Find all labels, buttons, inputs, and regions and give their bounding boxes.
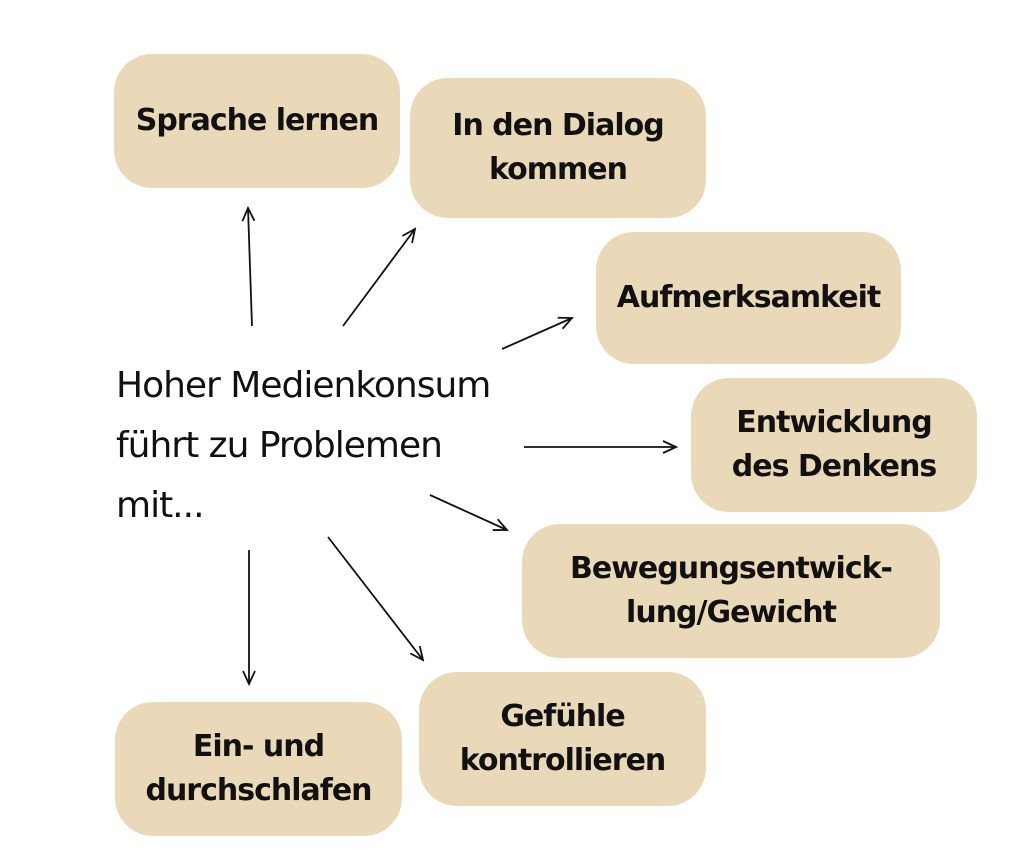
arrow-to-gefuehle bbox=[327, 536, 423, 660]
box-entwicklung-des-denkens: Entwicklung des Denkens bbox=[691, 378, 977, 512]
arrow-to-aufmerksamkeit bbox=[501, 318, 572, 350]
box-aufmerksamkeit: Aufmerksamkeit bbox=[596, 232, 901, 364]
arrow-to-sprache-lernen bbox=[248, 208, 252, 327]
center-statement: Hoher Medienkonsum führt zu Problemen mi… bbox=[116, 365, 491, 526]
arrow-to-bewegung bbox=[429, 494, 507, 530]
box-bewegungsentwicklung-gewicht: Bewegungsentwick- lung/Gewicht bbox=[522, 524, 940, 658]
box-sprache-lernen: Sprache lernen bbox=[114, 54, 400, 188]
box-ein-und-durchschlafen: Ein- und durchschlafen bbox=[115, 702, 402, 836]
arrow-to-dialog bbox=[342, 229, 415, 327]
box-in-den-dialog-kommen: In den Dialog kommen bbox=[410, 78, 706, 218]
box-gefuehle-kontrollieren: Gefühle kontrollieren bbox=[419, 672, 706, 806]
